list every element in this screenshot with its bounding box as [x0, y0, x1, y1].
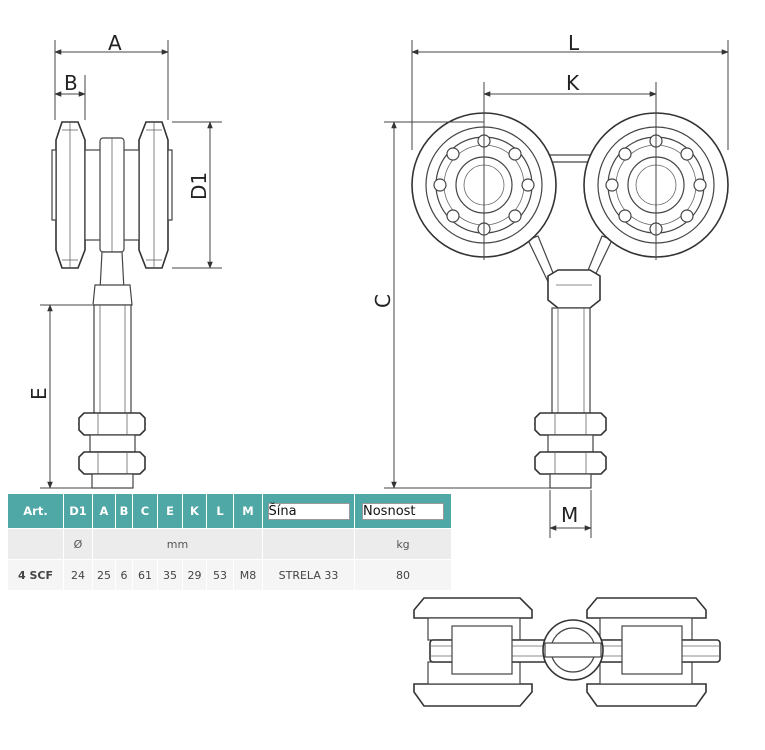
spec-table: Art. D1 A B C E K L M Šína Nosnost Ø mm … — [7, 493, 452, 591]
header-d1: D1 — [63, 493, 93, 529]
table-header-row: Art. D1 A B C E K L M Šína Nosnost — [7, 493, 452, 529]
sina-label: Šína — [267, 502, 350, 520]
header-l: L — [206, 493, 234, 529]
header-b: B — [115, 493, 133, 529]
table-units-row: Ø mm kg — [7, 528, 452, 560]
cell-art: 4 SCF — [7, 559, 64, 591]
header-nosnost: Nosnost — [354, 493, 452, 529]
cell-c: 61 — [132, 559, 158, 591]
header-sina: Šína — [262, 493, 355, 529]
units-diameter: Ø — [63, 528, 93, 560]
dim-label-a: A — [108, 31, 122, 55]
dim-label-m: M — [561, 503, 578, 527]
cell-nosnost: 80 — [354, 559, 452, 591]
units-kg: kg — [354, 528, 452, 560]
dim-label-e: E — [27, 387, 51, 400]
units-mm: mm — [92, 528, 263, 560]
dim-label-b: B — [64, 71, 78, 95]
header-a: A — [92, 493, 116, 529]
table-row: 4 SCF 24 25 6 61 35 29 53 M8 STRELA 33 8… — [7, 559, 452, 591]
dim-label-c: C — [371, 294, 395, 308]
cell-k: 29 — [182, 559, 207, 591]
dim-label-d1: D1 — [187, 172, 211, 200]
units-art — [7, 528, 64, 560]
header-k: K — [182, 493, 207, 529]
header-m: M — [233, 493, 263, 529]
cell-a: 25 — [92, 559, 116, 591]
header-e: E — [157, 493, 183, 529]
nosnost-label: Nosnost — [362, 502, 444, 520]
cell-e: 35 — [157, 559, 183, 591]
cell-l: 53 — [206, 559, 234, 591]
header-c: C — [132, 493, 158, 529]
front-view: L K C M — [371, 31, 729, 538]
header-art: Art. — [7, 493, 64, 529]
top-view — [413, 597, 721, 707]
cell-b: 6 — [115, 559, 133, 591]
cell-d1: 24 — [63, 559, 93, 591]
dim-label-l: L — [568, 31, 580, 55]
cell-sina: STRELA 33 — [262, 559, 355, 591]
side-view: A B D1 E — [27, 31, 222, 489]
cell-m: M8 — [233, 559, 263, 591]
units-sina — [262, 528, 355, 560]
dim-label-k: K — [566, 71, 580, 95]
